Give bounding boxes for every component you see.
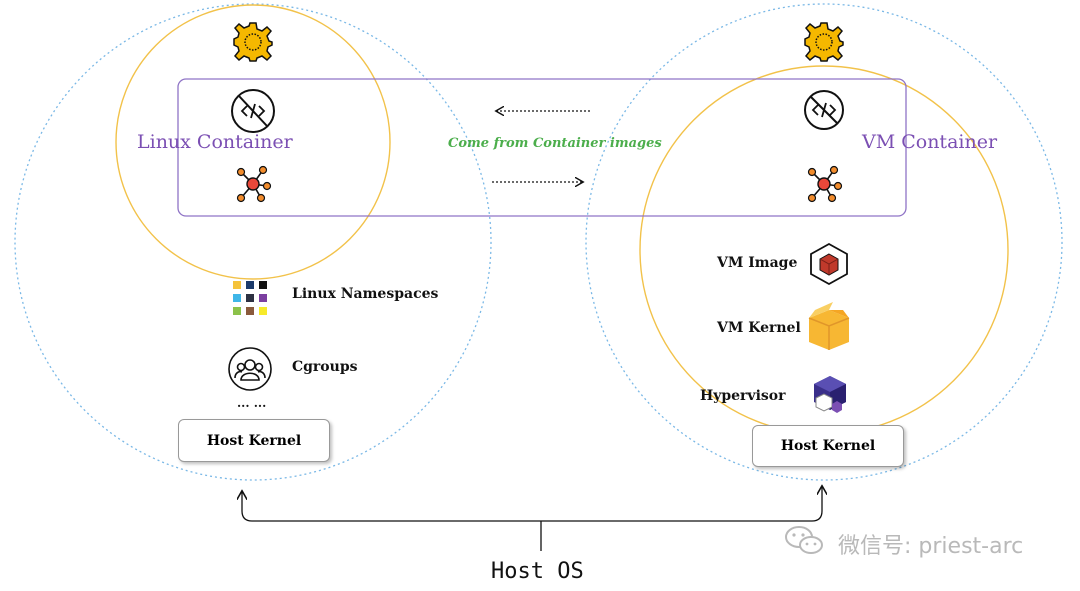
vm-host-kernel-label: Host Kernel [780, 438, 876, 454]
namespace-grid-cell [233, 294, 241, 302]
vm-image-label: VM Image [717, 255, 798, 271]
namespace-grid-cell [259, 307, 267, 315]
vm-host-kernel-box: Host Kernel [752, 425, 904, 467]
namespace-grid-cell [246, 294, 254, 302]
host-os-connector [242, 487, 822, 551]
user-group-icon [228, 347, 272, 391]
namespace-grid-cell [233, 281, 241, 289]
cube-icon [810, 242, 848, 286]
network-node-icon [807, 165, 843, 203]
hypervisor-cubes-icon [814, 376, 846, 413]
namespace-grid-cell [233, 307, 241, 315]
hypervisor-label: Hypervisor [700, 388, 786, 404]
namespace-grid-cell [259, 281, 267, 289]
linux-container-circle [115, 4, 391, 280]
container-images-box [177, 78, 907, 217]
more-items-label: ... ... [237, 396, 267, 410]
namespace-grid-cell [246, 281, 254, 289]
watermark-text: 微信号: priest-arc [838, 534, 1024, 559]
wechat-icon [785, 526, 823, 554]
flow-label: Come from Container images [448, 136, 662, 151]
namespace-grid-cell [246, 307, 254, 315]
code-icon [804, 90, 844, 130]
linux-host-kernel-box: Host Kernel [178, 419, 330, 462]
namespace-grid-icon [233, 281, 267, 315]
cgroups-label: Cgroups [292, 359, 358, 375]
box-icon [808, 302, 850, 350]
gear-icon [233, 22, 273, 62]
vm-runtime-boundary [585, 3, 1063, 481]
gear-icon [804, 22, 844, 62]
linux-runtime-boundary [14, 3, 492, 481]
namespace-grid-cell [259, 294, 267, 302]
network-node-icon [236, 165, 272, 203]
host-os-label: Host OS [491, 559, 584, 584]
vm-container-title: VM Container [862, 131, 998, 153]
linux-host-kernel-label: Host Kernel [206, 432, 302, 449]
linux-namespaces-label: Linux Namespaces [292, 286, 439, 302]
code-icon [231, 89, 275, 133]
linux-container-title: Linux Container [137, 131, 293, 153]
vm-kernel-label: VM Kernel [717, 320, 801, 336]
